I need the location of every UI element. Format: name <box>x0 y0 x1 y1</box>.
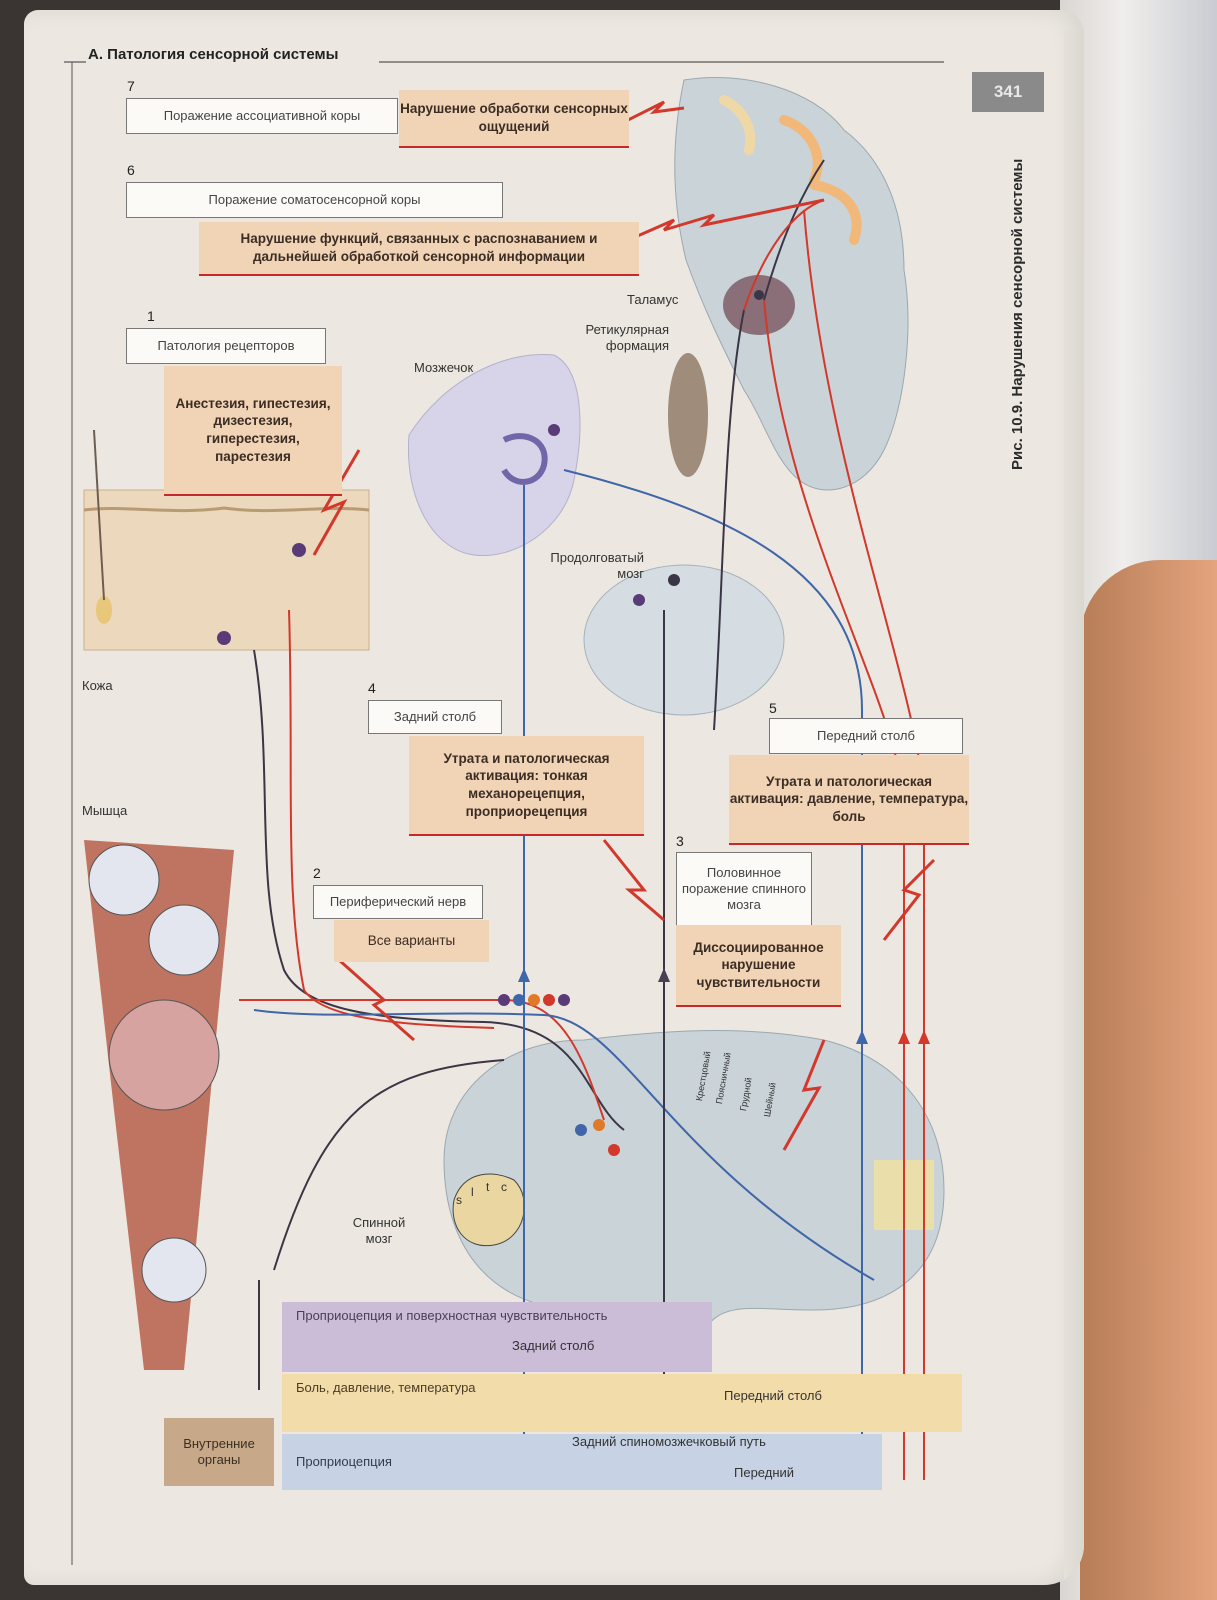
neuron-dots <box>217 290 764 1156</box>
label-skin: Кожа <box>82 678 113 693</box>
arrow-heads <box>518 968 868 1044</box>
background-knee <box>1080 560 1217 1600</box>
lesion-site-6: Поражение соматосенсорной коры <box>126 182 503 218</box>
lesion-effect-4: Утрата и патологическая активация: тонка… <box>409 736 644 836</box>
figure-caption: Рис. 10.9. Нарушения сенсорной системы <box>1009 158 1026 470</box>
lesion-effect-1: Анестезия, гипестезия, дизестезия, гипер… <box>164 366 342 496</box>
legend-anterior: Передний <box>734 1465 795 1480</box>
skin-illustration <box>83 429 370 651</box>
lesion-number-1: 1 <box>147 308 155 324</box>
label-medulla: Продолговатый мозг <box>550 550 644 582</box>
brain-illustration <box>668 77 909 491</box>
page-edge <box>1064 30 1084 1585</box>
label-cerebellum: Мозжечок <box>414 360 474 375</box>
section-title: А. Патология сенсорной системы <box>88 46 339 63</box>
lesion-effect-3: Диссоциированное нарушение чувствительно… <box>676 925 841 1007</box>
legend-dorsal-spinocerebellar: Задний спиномозжечковый путь <box>572 1434 766 1449</box>
label-muscle: Мышца <box>82 803 128 818</box>
label-s: s <box>456 1193 462 1207</box>
spinal-cord-illustration <box>443 1030 945 1331</box>
legend-proprioception-surface: Проприоцепция и поверхностная чувствител… <box>282 1302 712 1372</box>
book-page: А. Патология сенсорной системы 341 Рис. … <box>24 10 1084 1585</box>
label-visceral-organs: Внутренние органы <box>164 1418 274 1486</box>
lesion-site-3: Половинное поражение спинного мозга <box>676 852 812 926</box>
label-spinal-cord: Спинной мозг <box>352 1215 406 1247</box>
label-reticular-formation: Ретикулярная формация <box>585 322 669 354</box>
label-c: c <box>501 1180 507 1194</box>
diagram-drawing <box>64 61 945 1565</box>
legend-dorsal-column: Задний столб <box>512 1338 595 1353</box>
lesion-number-3: 3 <box>676 833 684 849</box>
label-thalamus: Таламус <box>627 292 679 307</box>
lesion-effect-5: Утрата и патологическая активация: давле… <box>729 755 969 845</box>
legend-pain-pressure-temperature: Боль, давление, температура <box>282 1374 962 1432</box>
lesion-number-4: 4 <box>368 680 376 696</box>
lesion-site-7: Поражение ассоциативной коры <box>126 98 398 134</box>
label-l: l <box>471 1185 474 1199</box>
legend-anterior-column: Передний столб <box>724 1388 822 1403</box>
lesion-site-5: Передний столб <box>769 718 963 754</box>
lesion-number-6: 6 <box>127 162 135 178</box>
label-t: t <box>486 1180 490 1194</box>
page-number: 341 <box>972 72 1044 112</box>
muscle-illustration <box>84 840 234 1370</box>
lesion-site-4: Задний столб <box>368 700 502 734</box>
lesion-effect-7: Нарушение обработки сенсорных ощущений <box>399 90 629 148</box>
lesion-site-2: Периферический нерв <box>313 885 483 919</box>
lesion-effect-2: Все варианты <box>334 920 489 962</box>
lesion-effect-6: Нарушение функций, связанных с распознав… <box>199 222 639 276</box>
legend-proprioception: Проприоцепция <box>282 1434 882 1490</box>
lesion-number-7: 7 <box>127 78 135 94</box>
lesion-number-2: 2 <box>313 865 321 881</box>
lesion-site-1: Патология рецепторов <box>126 328 326 364</box>
cerebellum-illustration <box>407 353 581 557</box>
lesion-number-5: 5 <box>769 700 777 716</box>
medulla-illustration <box>583 564 785 716</box>
